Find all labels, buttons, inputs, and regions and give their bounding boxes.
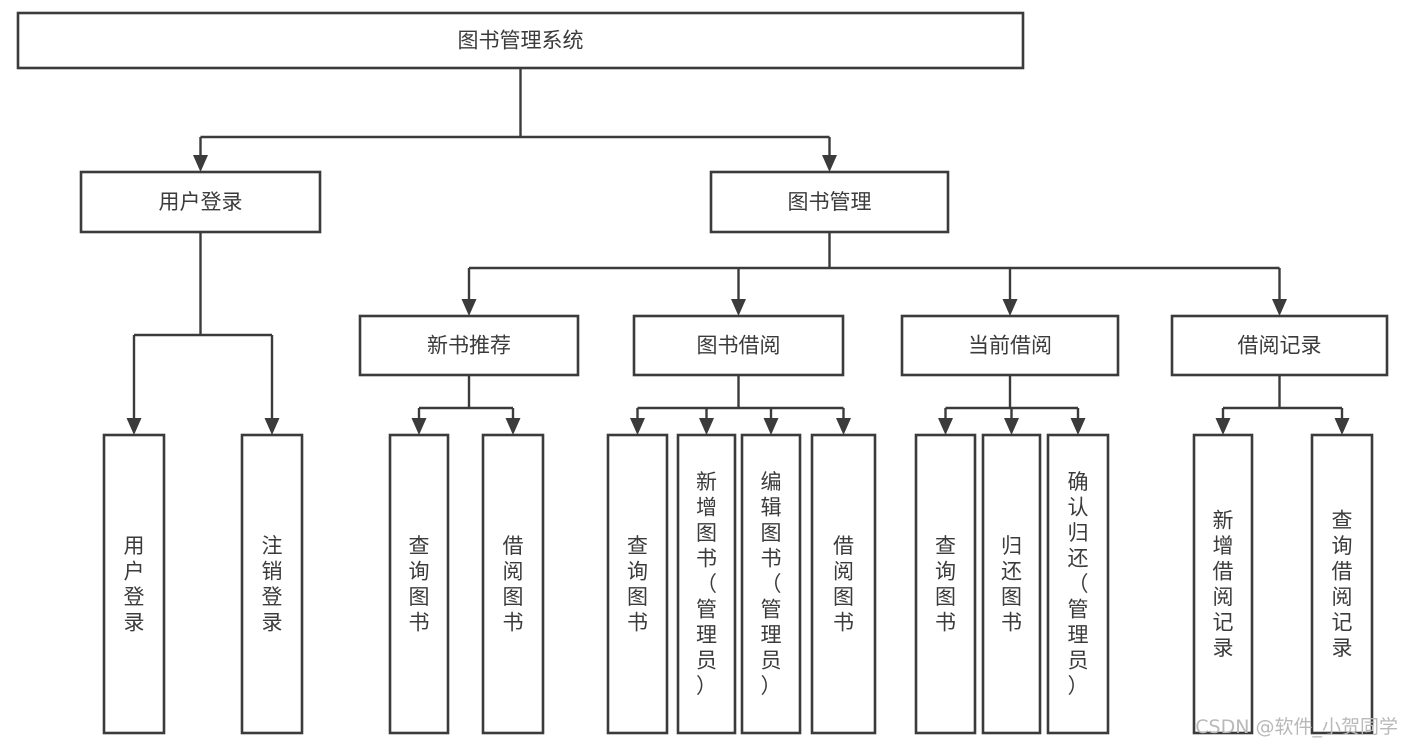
arrow-head-icon <box>1070 418 1086 435</box>
node-label: 用户登录 <box>124 534 145 635</box>
arrow-head-icon <box>126 418 142 435</box>
node-label: 用户登录 <box>159 190 243 214</box>
node-box <box>981 433 1042 735</box>
node-box <box>481 433 545 735</box>
node-leaf-user-logout[interactable]: 注销登录 <box>240 433 304 735</box>
node-leaf-return-book[interactable]: 归还图书 <box>981 433 1042 735</box>
node-box <box>79 170 322 234</box>
node-box <box>810 433 877 735</box>
node-leaf-edit-book-admin[interactable]: 编辑图书（管理员） <box>740 433 802 735</box>
arrow-head-icon <box>505 418 521 435</box>
node-label: 确认归还（管理员） <box>1068 470 1089 698</box>
node-box <box>740 433 802 735</box>
node-label: 新增借阅记录 <box>1213 508 1234 660</box>
node-leaf-query-book-3[interactable]: 查询图书 <box>914 433 977 735</box>
arrow-head-icon <box>1272 299 1287 316</box>
arrow-head-icon <box>938 418 953 435</box>
arrow-head-icon <box>461 299 477 316</box>
node-label: 新书推荐 <box>427 334 511 358</box>
arrow-head-icon <box>699 418 714 435</box>
node-label: 借阅图书 <box>503 534 524 635</box>
arrow-head-icon <box>836 418 851 435</box>
node-label: 归还图书 <box>1001 534 1022 635</box>
node-box <box>1192 433 1254 735</box>
node-label: 编辑图书（管理员） <box>761 470 782 698</box>
node-label: 查询图书 <box>409 534 430 635</box>
node-box <box>1170 314 1389 377</box>
node-label: 图书管理系统 <box>458 29 584 53</box>
node-box <box>102 433 166 735</box>
node-box <box>1046 433 1110 735</box>
arrow-head-icon <box>1002 299 1018 316</box>
arrow-head-icon <box>822 155 837 172</box>
node-user-login[interactable]: 用户登录 <box>79 170 322 234</box>
node-label: 查询借阅记录 <box>1332 508 1353 660</box>
node-box <box>914 433 977 735</box>
node-label: 新增图书（管理员） <box>696 470 717 698</box>
node-leaf-add-borrow-record[interactable]: 新增借阅记录 <box>1192 433 1254 735</box>
node-leaf-confirm-return-admin[interactable]: 确认归还（管理员） <box>1046 433 1110 735</box>
node-box <box>900 314 1120 377</box>
node-new-book-recommend[interactable]: 新书推荐 <box>358 314 580 377</box>
node-label: 借阅图书 <box>833 534 854 635</box>
node-label: 查询图书 <box>627 534 648 635</box>
arrow-head-icon <box>411 418 427 435</box>
arrow-head-icon <box>731 299 746 316</box>
node-leaf-user-login[interactable]: 用户登录 <box>102 433 166 735</box>
node-current-borrow[interactable]: 当前借阅 <box>900 314 1120 377</box>
arrow-head-icon <box>193 155 208 172</box>
node-box <box>676 433 737 735</box>
arrow-head-icon <box>1215 418 1231 435</box>
node-label: 当前借阅 <box>968 334 1052 358</box>
node-box <box>606 433 669 735</box>
arrow-head-icon <box>630 418 645 435</box>
node-label: 图书管理 <box>788 190 872 214</box>
node-box <box>709 170 950 234</box>
node-layer: 图书管理系统用户登录图书管理用户登录注销登录新书推荐查询图书借阅图书图书借阅查询… <box>16 11 1389 735</box>
arrow-head-icon <box>264 418 280 435</box>
node-box <box>1310 433 1374 735</box>
node-leaf-add-book-admin[interactable]: 新增图书（管理员） <box>676 433 737 735</box>
node-box <box>240 433 304 735</box>
node-book-borrow[interactable]: 图书借阅 <box>632 314 845 377</box>
arrow-head-icon <box>1004 418 1019 435</box>
node-box <box>358 314 580 377</box>
node-leaf-query-book-1[interactable]: 查询图书 <box>388 433 450 735</box>
node-leaf-borrow-book-1[interactable]: 借阅图书 <box>481 433 545 735</box>
node-root-system[interactable]: 图书管理系统 <box>16 11 1025 70</box>
connector-layer <box>126 68 1350 435</box>
node-box <box>632 314 845 377</box>
csdn-watermark: CSDN @软件_小贺同学 <box>1195 716 1398 738</box>
node-label: 注销登录 <box>262 534 283 635</box>
node-leaf-query-borrow-record[interactable]: 查询借阅记录 <box>1310 433 1374 735</box>
node-label: 查询图书 <box>935 534 956 635</box>
node-book-management[interactable]: 图书管理 <box>709 170 950 234</box>
node-label: 借阅记录 <box>1238 334 1322 358</box>
arrow-head-icon <box>763 418 779 435</box>
node-box <box>388 433 450 735</box>
node-leaf-borrow-book-2[interactable]: 借阅图书 <box>810 433 877 735</box>
node-label: 图书借阅 <box>697 334 781 358</box>
node-leaf-query-book-2[interactable]: 查询图书 <box>606 433 669 735</box>
arrow-head-icon <box>1334 418 1350 435</box>
node-borrow-record[interactable]: 借阅记录 <box>1170 314 1389 377</box>
node-box <box>16 11 1025 70</box>
